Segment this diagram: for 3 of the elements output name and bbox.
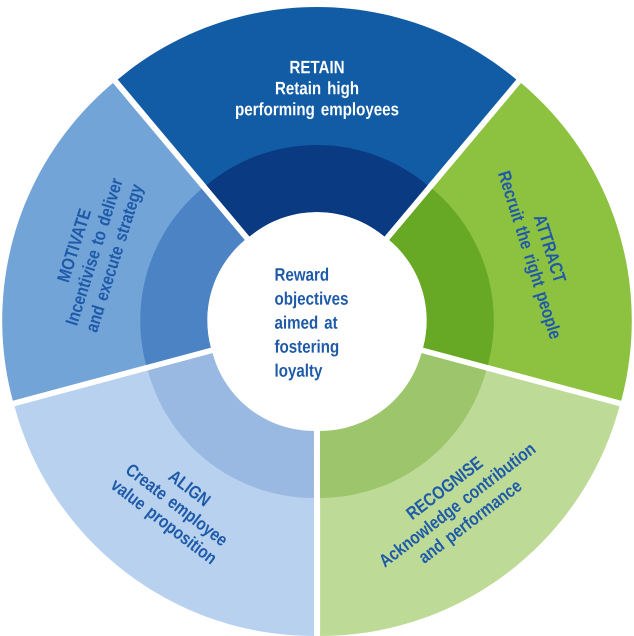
center-text: Reward objectives aimed at fostering loyalty bbox=[274, 268, 348, 380]
segment-title: RETAIN bbox=[290, 60, 344, 74]
segment-description: Retain high performing employees bbox=[236, 81, 398, 120]
